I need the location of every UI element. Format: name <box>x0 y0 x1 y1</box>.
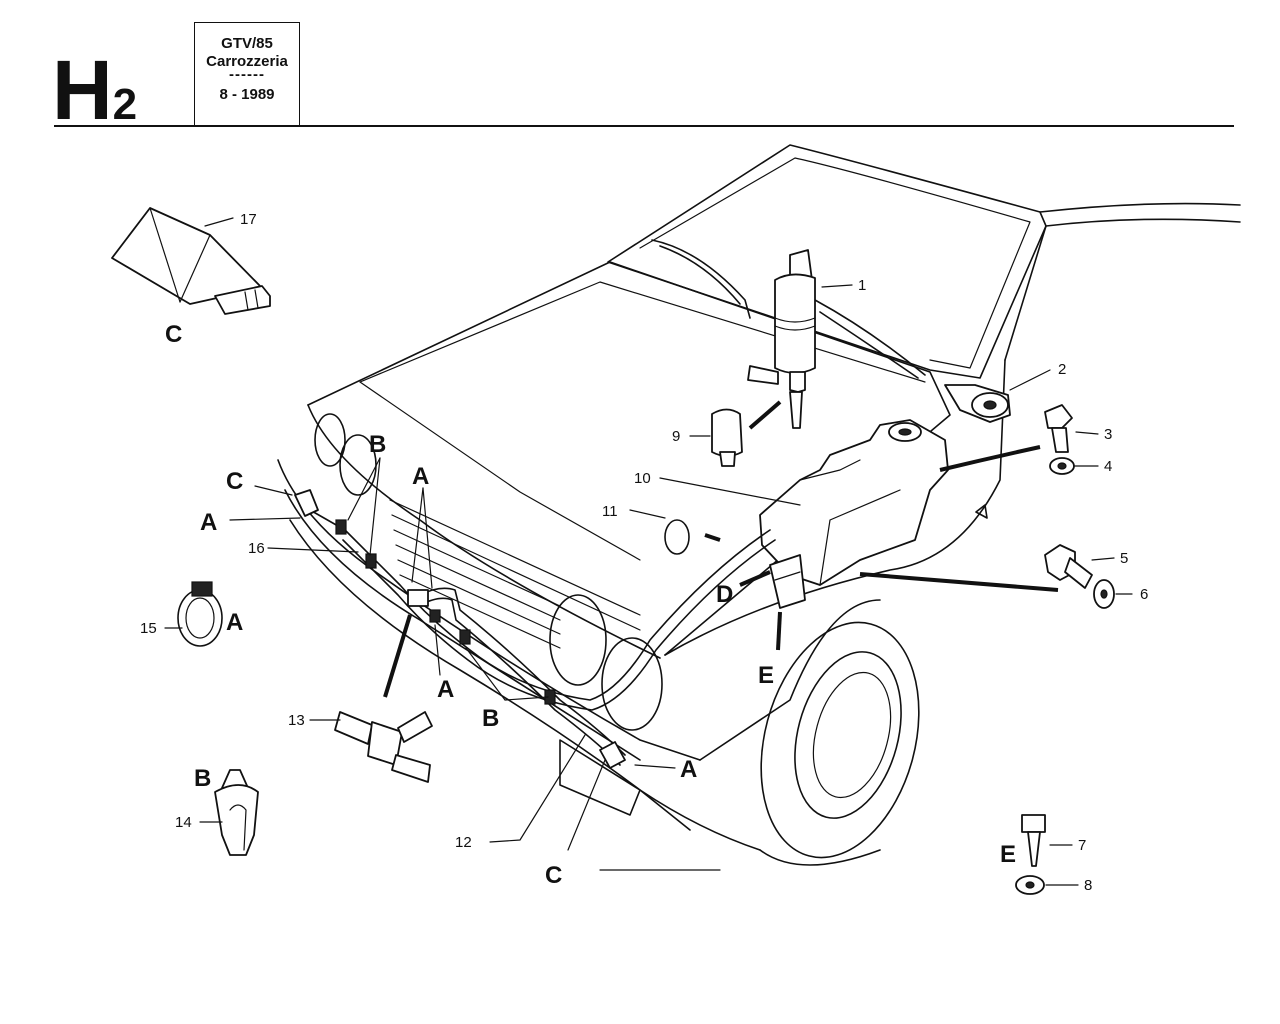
letter-labels: C C A B A A B A C A B D E E <box>165 321 1016 889</box>
callout-8: 8 <box>1084 877 1092 894</box>
tee-connector-13 <box>334 711 433 783</box>
letter-c-lower: C <box>545 862 562 889</box>
letter-a-nozzle-left: A <box>200 509 217 536</box>
pump-filter-9 <box>711 408 743 467</box>
pump-grommet <box>944 384 1011 423</box>
callout-17: 17 <box>240 211 257 228</box>
nozzle-cover-17 <box>111 207 271 315</box>
letter-a-15: A <box>226 609 243 636</box>
letter-c-17: C <box>165 321 182 348</box>
letter-e-bracket: E <box>758 662 774 689</box>
header-rule <box>54 125 1234 127</box>
callout-2: 2 <box>1058 361 1066 378</box>
callout-14: 14 <box>175 814 192 831</box>
callout-13: 13 <box>288 712 305 729</box>
section-code-sub: 2 <box>112 80 138 129</box>
date-label: 8 - 1989 <box>219 86 275 103</box>
callout-10: 10 <box>634 470 651 487</box>
callout-15: 15 <box>140 620 157 637</box>
callout-5: 5 <box>1120 550 1128 567</box>
hose-clip-11 <box>664 519 690 555</box>
hose-clamp-15 <box>177 581 223 647</box>
letter-a-right: A <box>680 756 697 783</box>
callout-16: 16 <box>248 540 265 557</box>
letter-b-top: B <box>369 431 386 458</box>
letter-b-lower: B <box>482 705 499 732</box>
callout-7: 7 <box>1078 837 1086 854</box>
title-block: GTV/85 Carrozzeria ------ 8 - 1989 <box>194 22 300 127</box>
washer-8 <box>1015 875 1045 895</box>
hose-clip-14 <box>214 769 259 856</box>
section-code-main: H <box>52 43 113 137</box>
washer-6 <box>1093 579 1115 609</box>
washer-reservoir <box>759 419 949 586</box>
section-code: H2 <box>52 48 137 132</box>
letter-b-14: B <box>194 765 211 792</box>
assembly-arrows <box>383 400 1059 698</box>
letter-c-nozzle-left: C <box>226 468 243 495</box>
letter-a-lower: A <box>437 676 454 703</box>
bolt-5 <box>1044 544 1093 589</box>
callout-9: 9 <box>672 428 680 445</box>
letter-e-bolt: E <box>1000 841 1016 868</box>
callout-11: 11 <box>602 503 618 520</box>
bolt-7 <box>1021 814 1046 867</box>
letter-a-top: A <box>412 463 429 490</box>
washer-hose <box>294 489 776 769</box>
callout-numbers: 1 2 3 4 5 6 7 8 9 10 11 12 13 14 15 16 1… <box>140 211 1148 894</box>
letter-d: D <box>716 581 733 608</box>
callout-12: 12 <box>455 834 472 851</box>
title-separator: ------ <box>229 66 265 83</box>
group-label: Carrozzeria <box>206 53 288 70</box>
callout-6: 6 <box>1140 586 1148 603</box>
washer-pump <box>747 249 816 429</box>
model-label: GTV/85 <box>221 35 273 52</box>
callout-4: 4 <box>1104 458 1112 475</box>
reservoir-bracket <box>769 554 806 609</box>
leader-lines <box>164 217 1133 886</box>
callout-1: 1 <box>858 277 866 294</box>
callout-3: 3 <box>1104 426 1112 443</box>
washer-4 <box>1049 457 1075 475</box>
bolt-3 <box>1044 404 1073 453</box>
